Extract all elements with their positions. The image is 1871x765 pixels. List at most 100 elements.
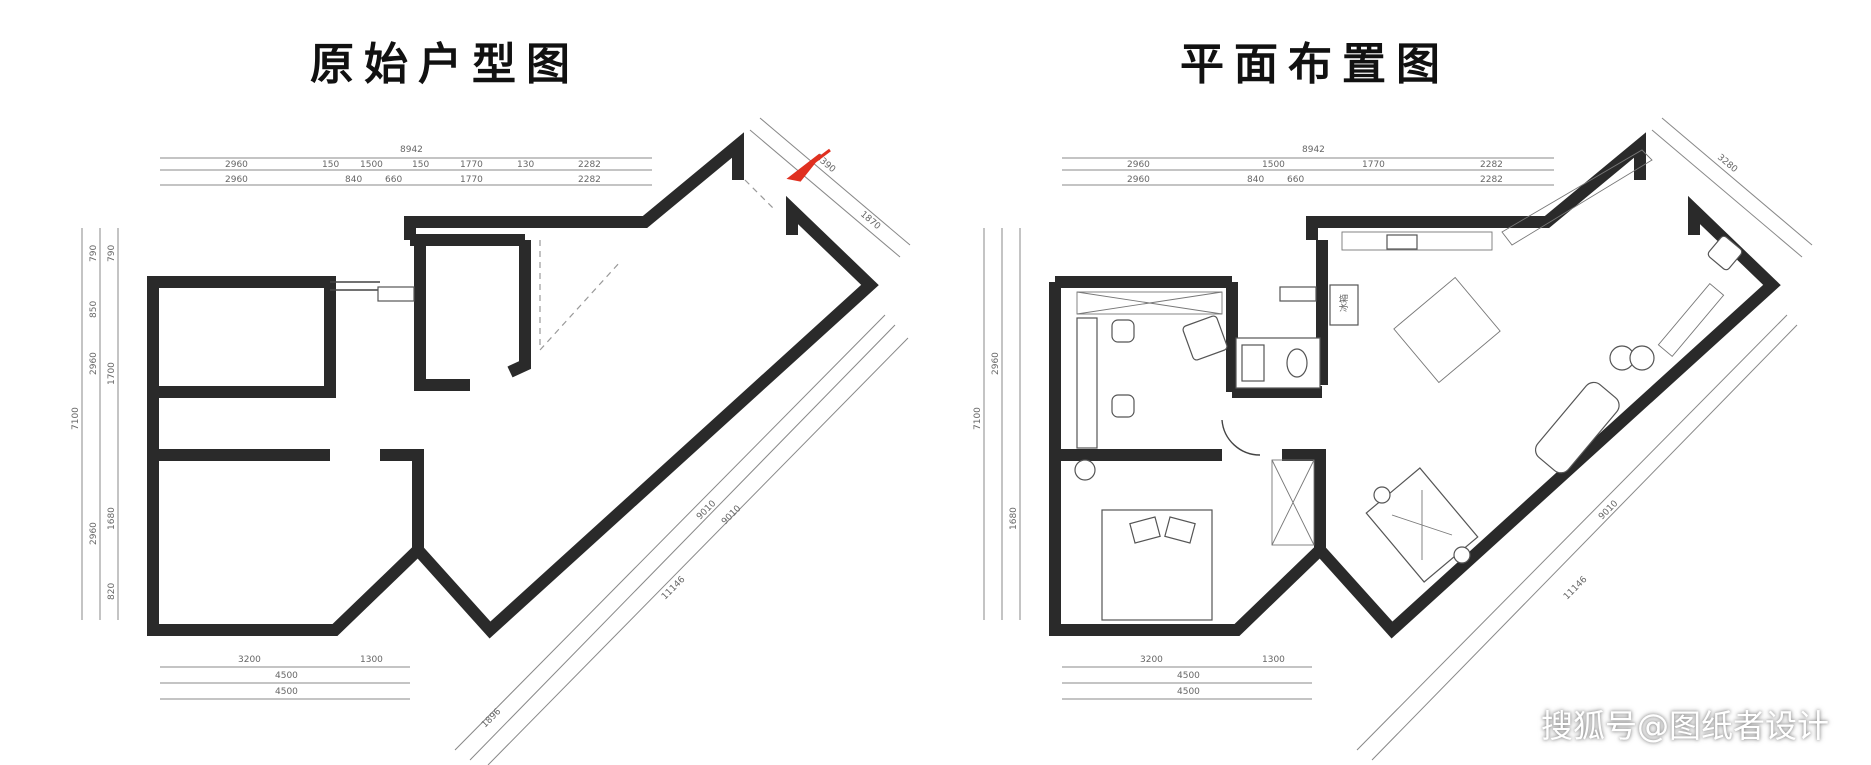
dim-top-rb7: 2282: [1480, 175, 1503, 185]
dining-chair-2: [1453, 546, 1471, 564]
dim-diag-short-1: 1896: [480, 707, 503, 730]
fridge: [1329, 284, 1359, 326]
left-dimensions-right: 7100 2960 1680: [973, 228, 1021, 620]
living-area: [1534, 235, 1743, 474]
stove-icon: [1386, 234, 1418, 250]
dim-bottom-3: 4500: [275, 671, 298, 681]
dim-top-7: 2282: [578, 160, 601, 170]
top-dimensions: 8942 2960 150 1500 150 1770 130 2282 296…: [160, 145, 652, 186]
left-dimensions: 7100 790 850 2960 2960 790 1700 1680 820: [71, 228, 119, 620]
interior-wall-right: [1055, 240, 1328, 461]
original-floor-plan: 8942 2960 150 1500 150 1770 130 2282 296…: [71, 117, 911, 765]
dim-diag-long-3: 11146: [660, 575, 688, 603]
dim-top-3: 1500: [360, 160, 383, 170]
dim-top-total: 8942: [400, 145, 423, 155]
dim-top-r7: 2282: [1480, 160, 1503, 170]
dim-top-b7: 2282: [578, 175, 601, 185]
pillow: [1129, 516, 1161, 544]
bottom-dimensions-right: 3200 1300 4500 4500: [1062, 655, 1312, 700]
dim-top-b3: 660: [385, 175, 402, 185]
bookshelf: [1076, 291, 1223, 315]
chair: [1111, 319, 1135, 343]
dim-bottom-r3: 4500: [1177, 671, 1200, 681]
kitchen-counter: [1341, 231, 1493, 251]
toilet: [1286, 348, 1308, 378]
sofa: [1534, 381, 1620, 474]
door-swing: [1221, 419, 1261, 456]
dim-left-b4: 1700: [107, 362, 117, 385]
dining-chair-1: [1373, 486, 1391, 504]
dim-top-b5: 1770: [460, 175, 483, 185]
top-dimensions-right: 8942 2960 1500 1770 2282 2960 840 660 22…: [1062, 145, 1554, 186]
dim-left-1: 790: [89, 245, 99, 262]
kitchen-area: [1341, 149, 1653, 384]
bedroom: [1074, 459, 1315, 621]
dim-top-total-right: 8942: [1302, 145, 1325, 155]
chair-2: [1111, 394, 1135, 418]
dim-left-total-right: 7100: [973, 407, 983, 430]
dim-left-total: 7100: [71, 407, 81, 430]
dim-bottom-2: 1300: [360, 655, 383, 665]
opening-line: [539, 179, 776, 351]
tv-cabinet: [1657, 282, 1725, 358]
dim-left-7: 2960: [89, 522, 99, 545]
dim-left-r4: 2960: [991, 352, 1001, 375]
title-layout-plan: 平面布置图: [1180, 39, 1450, 90]
dim-diag-long-1: 9010: [695, 499, 718, 522]
dim-left-b1: 790: [107, 245, 117, 262]
bath-sink: [1241, 344, 1265, 382]
dim-top-6: 130: [517, 160, 534, 170]
dim-diag-long-2: 9010: [720, 504, 743, 527]
dim-top-b2: 840: [345, 175, 362, 185]
kitchen-island: [1393, 276, 1501, 384]
dim-top-1: 2960: [225, 160, 248, 170]
window-top: [330, 281, 380, 291]
outer-wall-right: [1049, 132, 1781, 639]
dim-top-b1: 2960: [225, 175, 248, 185]
dim-top-r1: 2960: [1127, 160, 1150, 170]
dim-diag-r3: 11146: [1562, 575, 1590, 603]
dim-top-r5: 1770: [1362, 160, 1385, 170]
dim-bottom-r4: 4500: [1177, 687, 1200, 697]
desk: [1076, 317, 1098, 449]
dim-left-b7: 820: [107, 583, 117, 600]
counter-diagonal: [1501, 149, 1653, 246]
dim-left-b6: 1680: [107, 507, 117, 530]
dim-top-rb2: 840: [1247, 175, 1264, 185]
wardrobe: [1271, 459, 1315, 546]
dim-top-5: 1770: [460, 160, 483, 170]
dim-bottom-r2: 1300: [1262, 655, 1285, 665]
dim-bottom-1: 3200: [238, 655, 261, 665]
outer-wall-main: [147, 132, 879, 639]
study-room: [1076, 291, 1261, 456]
dim-left-r6: 1680: [1009, 507, 1019, 530]
dining-area: [1365, 467, 1479, 583]
kitchen-sink-small: [1279, 286, 1317, 302]
dim-bottom-r1: 3200: [1140, 655, 1163, 665]
watermark-text: 搜狐号@图纸者设计: [1540, 707, 1829, 745]
armchair: [1182, 315, 1228, 361]
lamp-icon: [1074, 459, 1096, 481]
interior-wall: [153, 234, 531, 461]
side-table-2: [1629, 345, 1655, 371]
diagonal-dimensions: 3390 1870 9010 9010 11146 1896: [454, 117, 911, 765]
dim-left-3: 850: [89, 301, 99, 318]
fridge-label: 冰箱: [1338, 294, 1350, 312]
dim-diag-top-2: 1870: [858, 210, 882, 233]
dim-top-2: 150: [322, 160, 339, 170]
dim-top-4: 150: [412, 160, 429, 170]
armchair-living: [1707, 235, 1743, 271]
pillow-2: [1164, 516, 1196, 544]
entrance-arrow-icon: [786, 148, 831, 182]
dim-top-rb1: 2960: [1127, 175, 1150, 185]
dim-top-rb3: 660: [1287, 175, 1304, 185]
bathroom: 冰箱: [1235, 284, 1359, 389]
outer-wall: [147, 276, 336, 398]
title-original-plan: 原始户型图: [310, 39, 580, 90]
sink-fixture: [377, 286, 415, 302]
dim-top-r3: 1500: [1262, 160, 1285, 170]
dim-bottom-4: 4500: [275, 687, 298, 697]
dim-diag-r1: 3280: [1715, 153, 1739, 176]
dim-left-4: 2960: [89, 352, 99, 375]
